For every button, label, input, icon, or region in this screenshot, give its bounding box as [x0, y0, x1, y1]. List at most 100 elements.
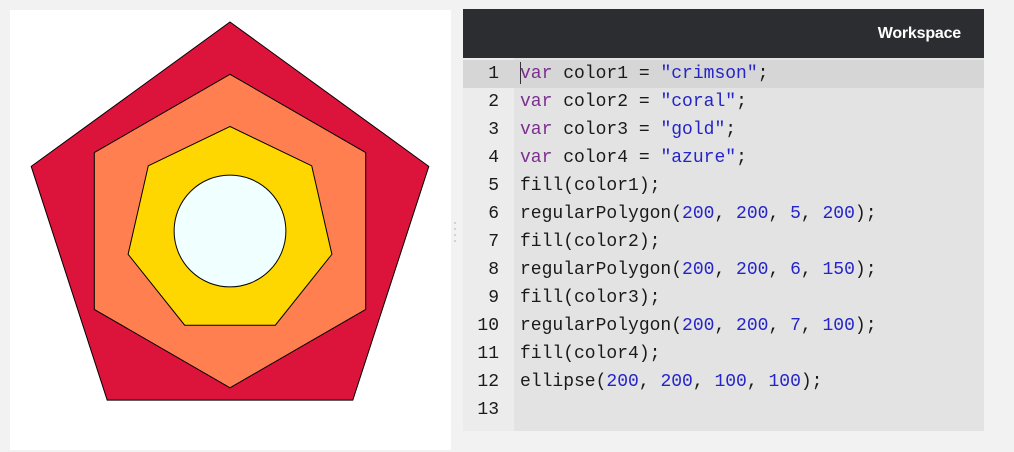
code-token-plain: ,	[768, 204, 791, 224]
text-cursor	[520, 62, 521, 85]
code-token-plain: ,	[714, 204, 737, 224]
line-number: 2	[488, 92, 499, 112]
workspace-title[interactable]: Workspace	[877, 24, 961, 42]
code-token-number: 200	[736, 204, 769, 224]
code-token-plain: );	[854, 204, 877, 224]
line-code[interactable]: var color2 = "coral";	[499, 88, 747, 116]
line-code[interactable]: regularPolygon(200, 200, 7, 100);	[499, 312, 877, 340]
code-token-number: 200	[682, 204, 715, 224]
code-token-number: 100	[768, 372, 801, 392]
code-line[interactable]: 9 fill(color3);	[463, 284, 984, 312]
splitter-dot	[454, 228, 456, 230]
code-token-number: 200	[606, 372, 639, 392]
line-code[interactable]	[499, 396, 520, 424]
code-token-plain: ,	[768, 260, 791, 280]
line-number: 1	[488, 64, 499, 84]
code-token-keyword: var	[520, 64, 553, 84]
code-token-plain: );	[854, 260, 877, 280]
circle-shape	[173, 174, 287, 288]
line-number: 11	[477, 344, 499, 364]
line-code[interactable]: fill(color2);	[499, 228, 660, 256]
code-token-plain: color1 =	[552, 64, 661, 84]
splitter-dot	[454, 240, 456, 242]
code-token-number: 200	[682, 260, 715, 280]
code-token-plain: ,	[714, 260, 737, 280]
code-token-plain: ;	[757, 64, 769, 84]
code-token-plain: regularPolygon(	[520, 260, 683, 280]
line-number: 8	[488, 260, 499, 280]
code-line[interactable]: 7 fill(color2);	[463, 228, 984, 256]
code-token-plain: ,	[714, 316, 737, 336]
line-number: 6	[488, 204, 499, 224]
splitter-dot	[454, 222, 456, 224]
line-number: 7	[488, 232, 499, 252]
editor-header: Workspace	[463, 9, 984, 58]
code-token-plain: fill(color3);	[520, 288, 661, 308]
code-token-number: 200	[682, 316, 715, 336]
code-token-number: 100	[714, 372, 747, 392]
code-token-number: 5	[790, 204, 801, 224]
code-token-plain: color2 =	[552, 92, 661, 112]
line-code[interactable]: fill(color3);	[499, 284, 660, 312]
code-token-keyword: var	[520, 92, 553, 112]
code-token-number: 6	[790, 260, 801, 280]
line-code[interactable]: ellipse(200, 200, 100, 100);	[499, 368, 822, 396]
code-token-plain: ,	[800, 316, 823, 336]
output-canvas[interactable]	[10, 10, 451, 450]
line-code[interactable]: fill(color1);	[499, 172, 660, 200]
line-number: 13	[477, 400, 499, 420]
line-code[interactable]: fill(color4);	[499, 340, 660, 368]
code-token-plain: color3 =	[552, 120, 661, 140]
code-token-keyword: var	[520, 120, 553, 140]
code-token-plain: );	[854, 316, 877, 336]
line-code[interactable]: regularPolygon(200, 200, 5, 200);	[499, 200, 877, 228]
splitter-dot	[454, 234, 456, 236]
code-token-plain: ;	[736, 92, 747, 112]
code-token-string: "azure"	[660, 148, 737, 168]
line-code[interactable]: var color4 = "azure";	[499, 144, 747, 172]
code-line[interactable]: 13	[463, 396, 984, 424]
code-token-plain: ,	[800, 204, 823, 224]
code-token-plain: regularPolygon(	[520, 316, 683, 336]
code-token-plain: regularPolygon(	[520, 204, 683, 224]
line-number: 12	[477, 372, 499, 392]
code-token-plain: ,	[800, 260, 823, 280]
code-line[interactable]: 11 fill(color4);	[463, 340, 984, 368]
panel-splitter-handle[interactable]	[453, 222, 457, 242]
code-token-number: 200	[736, 316, 769, 336]
line-number: 5	[488, 176, 499, 196]
line-number: 3	[488, 120, 499, 140]
code-token-plain: ,	[638, 372, 661, 392]
code-token-plain: fill(color2);	[520, 232, 661, 252]
code-token-plain: ,	[692, 372, 715, 392]
code-token-plain: ,	[768, 316, 791, 336]
line-code[interactable]: regularPolygon(200, 200, 6, 150);	[499, 256, 877, 284]
line-number: 4	[488, 148, 499, 168]
code-token-plain: ,	[746, 372, 769, 392]
line-number: 10	[477, 316, 499, 336]
code-token-plain: fill(color4);	[520, 344, 661, 364]
code-token-plain: ellipse(	[520, 372, 607, 392]
drawing-surface	[30, 21, 430, 401]
code-token-plain: ;	[736, 148, 747, 168]
line-code[interactable]: var color1 = "crimson";	[499, 60, 768, 88]
line-number-gutter	[463, 58, 514, 431]
line-number: 9	[488, 288, 499, 308]
code-token-number: 100	[822, 316, 855, 336]
line-code[interactable]: var color3 = "gold";	[499, 116, 736, 144]
code-token-number: 150	[822, 260, 855, 280]
code-token-number: 7	[790, 316, 801, 336]
